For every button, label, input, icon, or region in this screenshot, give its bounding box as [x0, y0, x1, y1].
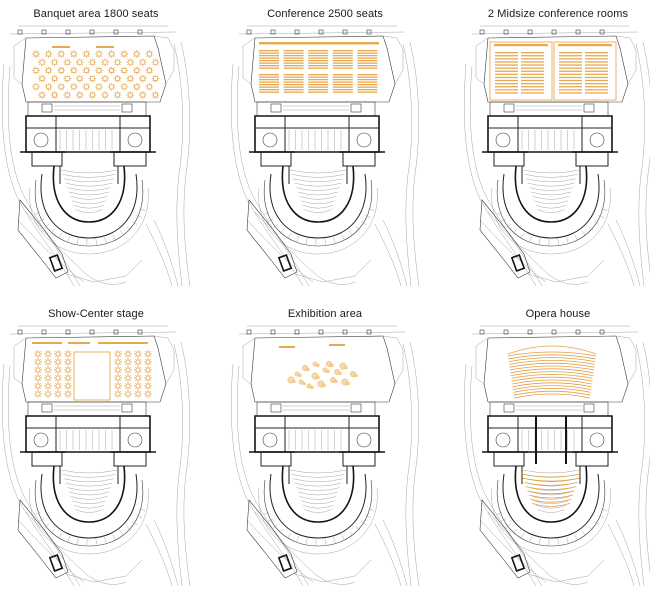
building-outline	[464, 326, 650, 586]
panel-title: 2 Midsize conference rooms	[458, 6, 650, 22]
building-outline	[231, 326, 419, 586]
core-walls	[482, 416, 618, 466]
lobby	[257, 402, 375, 416]
lower-wing	[247, 500, 371, 582]
lobby	[28, 402, 146, 416]
core-walls	[20, 116, 156, 166]
plan-svg	[458, 24, 650, 286]
panel-title: Show-Center stage	[0, 306, 196, 322]
panel-opera: Opera house	[458, 306, 650, 591]
lower-wing	[480, 500, 604, 582]
lower-wing	[247, 200, 371, 282]
main-hall	[14, 30, 174, 102]
plan-svg	[0, 24, 196, 286]
lower-wing	[18, 200, 142, 282]
main-hall	[476, 30, 636, 102]
panel-exhibition: Exhibition area	[225, 306, 425, 591]
showcenter-layout	[32, 342, 152, 400]
panel-banquet: Banquet area 1800 seats	[0, 6, 196, 291]
core-walls	[20, 416, 156, 466]
building-outline	[2, 326, 190, 586]
floor-plan	[0, 24, 196, 286]
plan-svg	[225, 24, 425, 286]
panel-title: Conference 2500 seats	[225, 6, 425, 22]
lobby	[490, 402, 608, 416]
midsize-rooms	[490, 42, 616, 100]
main-hall	[243, 330, 403, 402]
lobby	[257, 102, 375, 116]
auditorium	[30, 466, 149, 554]
panel-conference: Conference 2500 seats	[225, 6, 425, 291]
floor-plan	[458, 324, 650, 586]
lobby	[490, 102, 608, 116]
panel-title: Exhibition area	[225, 306, 425, 322]
site-contours	[464, 26, 650, 286]
exhibition-booths	[279, 344, 357, 389]
panel-title: Banquet area 1800 seats	[0, 6, 196, 22]
building-outline	[464, 26, 650, 286]
floor-plan	[458, 24, 650, 286]
floor-plan	[0, 324, 196, 586]
auditorium	[259, 466, 378, 554]
panel-showcenter: Show-Center stage	[0, 306, 196, 591]
lower-wing	[18, 500, 142, 582]
core-walls	[249, 116, 385, 166]
plan-svg	[0, 324, 196, 586]
core-walls	[249, 416, 385, 466]
panel-midsize: 2 Midsize conference rooms	[458, 6, 650, 291]
lower-wing	[480, 200, 604, 282]
auditorium	[259, 166, 378, 254]
core-walls	[482, 116, 618, 166]
floor-plan	[225, 24, 425, 286]
floor-plan	[225, 324, 425, 586]
auditorium	[492, 466, 611, 554]
building-outline	[2, 26, 190, 286]
plan-svg	[225, 324, 425, 586]
site-contours	[464, 326, 650, 586]
lobby	[28, 102, 146, 116]
panel-title: Opera house	[458, 306, 650, 322]
auditorium	[30, 166, 149, 254]
banquet-tables	[32, 46, 159, 99]
auditorium	[492, 166, 611, 254]
conference-seating	[259, 42, 379, 93]
plan-svg	[458, 324, 650, 586]
opera-seating	[508, 346, 596, 506]
